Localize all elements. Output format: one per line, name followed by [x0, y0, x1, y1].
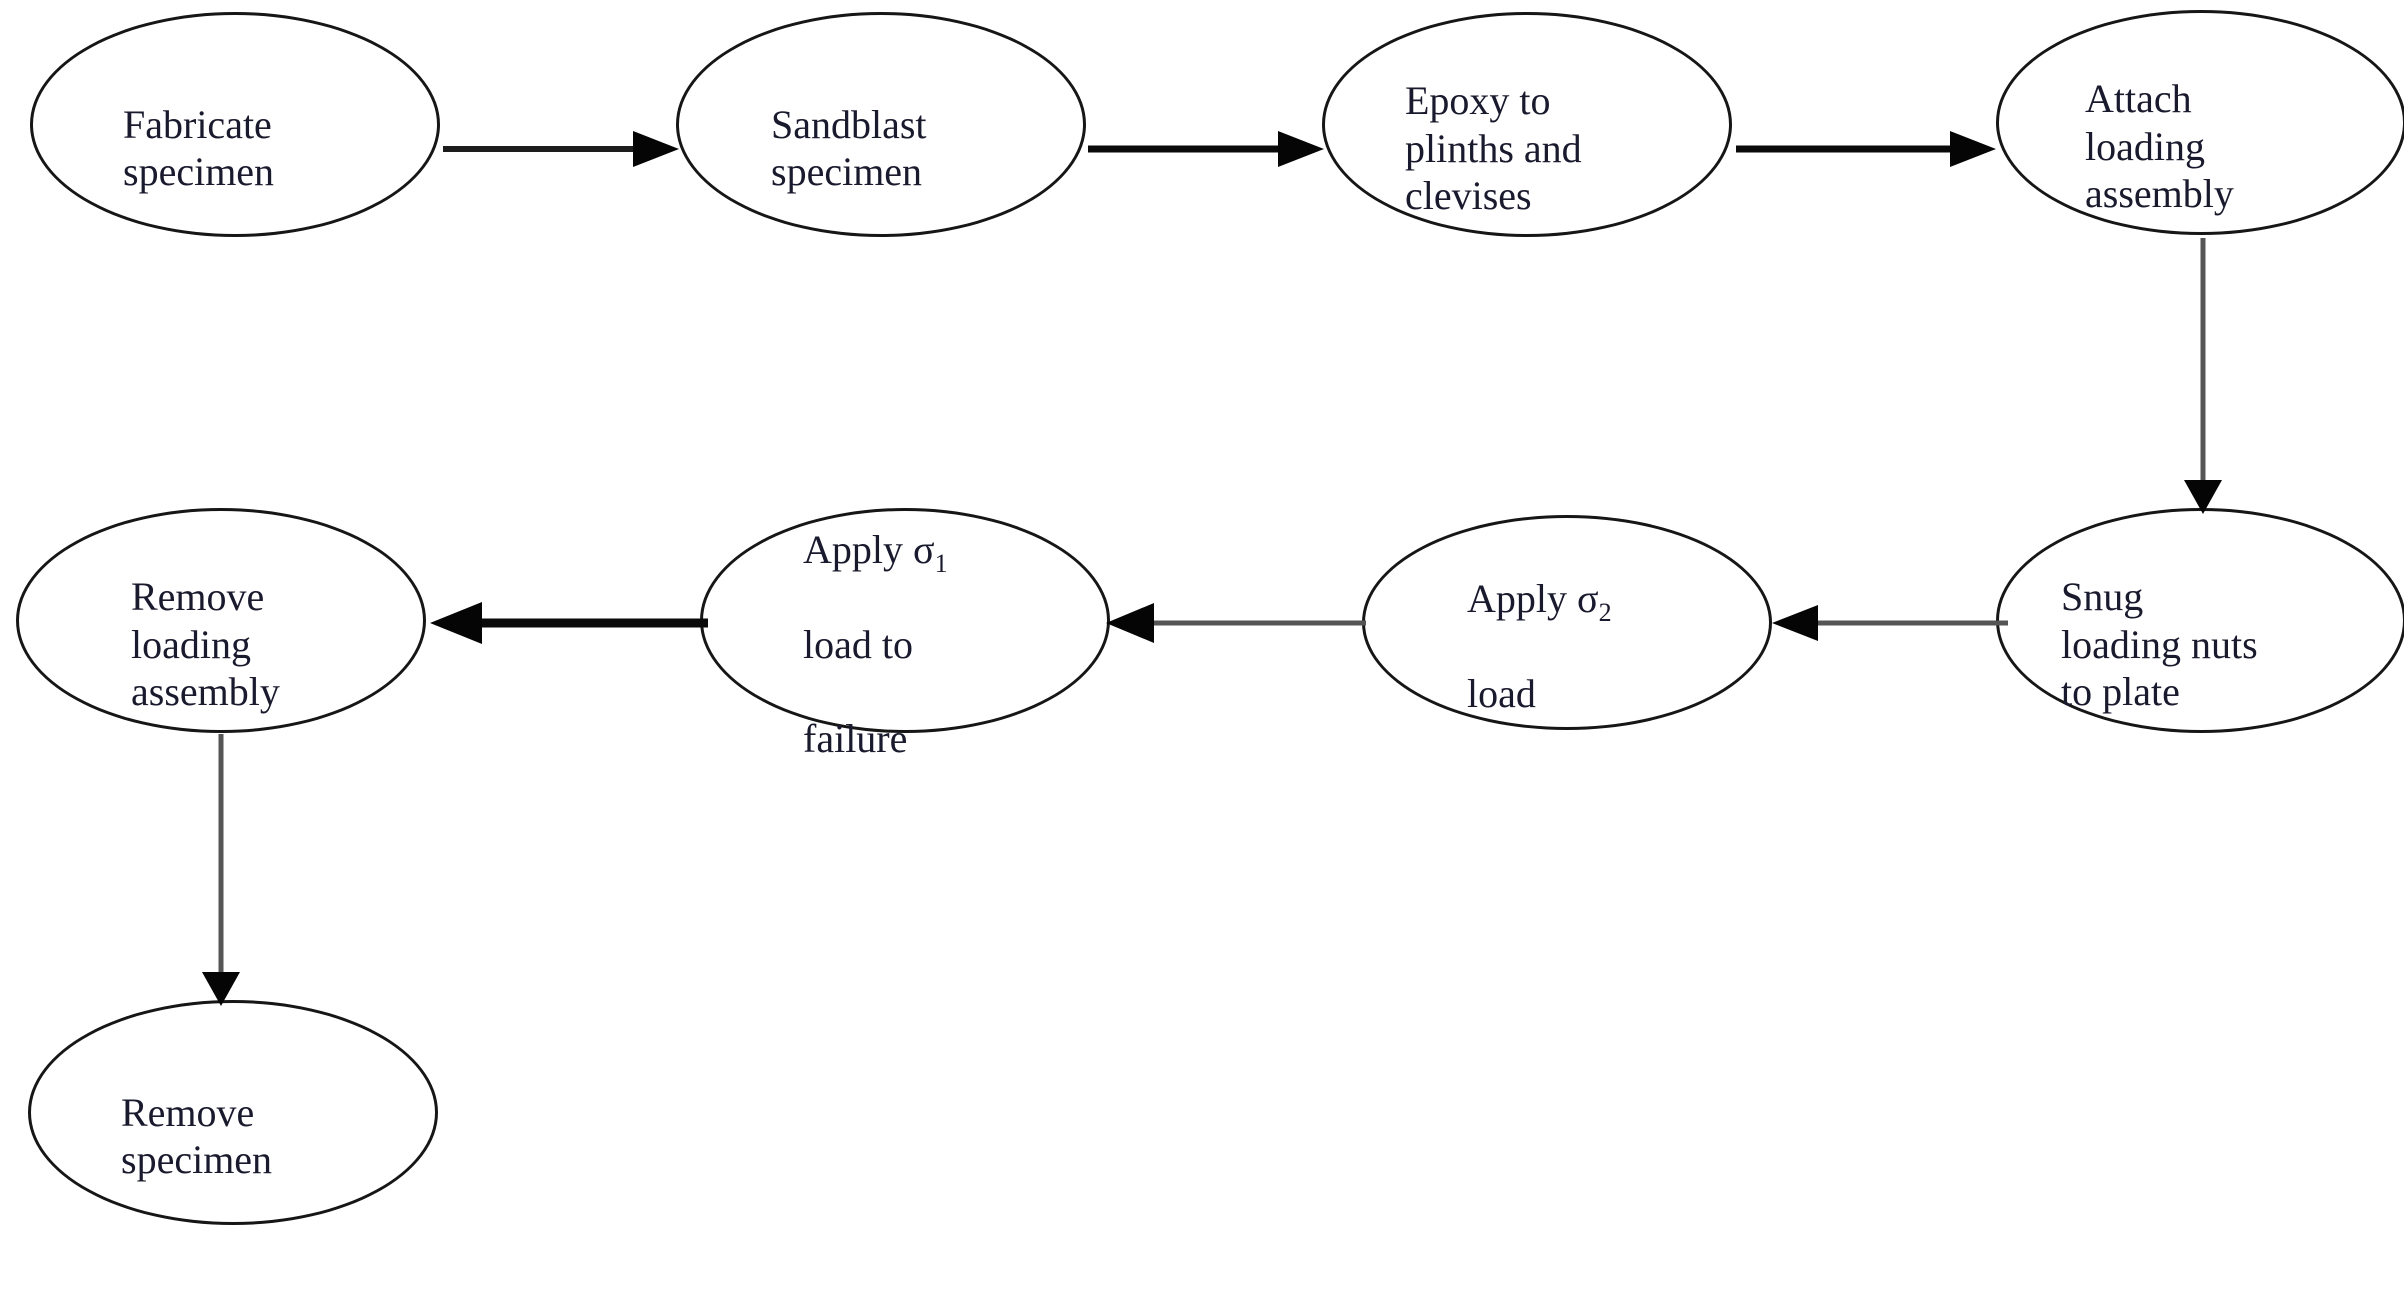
edge-sandblast-to-epoxy [1088, 128, 1328, 170]
node-apply-sigma1-load-to-failure[interactable]: Apply σ1 load to failure [700, 508, 1110, 761]
node-fabricate-specimen[interactable]: Fabricate specimen [30, 12, 440, 237]
edge-epoxy-to-attach [1736, 128, 2000, 170]
sigma1-line-2: load to [803, 621, 913, 667]
node-label-sandblast-specimen: Sandblast specimen [771, 101, 927, 195]
node-remove-specimen[interactable]: Remove specimen [28, 1000, 438, 1225]
node-attach-loading-assembly[interactable]: Attach loading assembly [1996, 10, 2404, 235]
node-label-remove-loading-assembly: Remove loading assembly [131, 574, 280, 714]
node-remove-loading-assembly[interactable]: Remove loading assembly [16, 508, 426, 733]
edge-snug-to-apply-sigma2 [1768, 602, 2008, 644]
sigma1-line-3: failure [803, 715, 908, 761]
node-label-fabricate-specimen: Fabricate specimen [123, 101, 275, 195]
node-snug-loading-nuts-to-plate[interactable]: Snug loading nuts to plate [1996, 508, 2404, 733]
node-label-remove-specimen: Remove specimen [121, 1089, 273, 1183]
node-label-attach-loading-assembly: Attach loading assembly [2085, 76, 2234, 216]
edge-apply-sigma1-to-remove-loading-assembly [424, 600, 708, 646]
sigma2-line-1: Apply σ2 [1467, 576, 1612, 628]
node-label-snug-loading-nuts-to-plate: Snug loading nuts to plate [2061, 574, 2258, 714]
edge-remove-loading-assembly-to-remove-specimen [196, 734, 246, 1008]
node-label-epoxy-to-plinths-and-clevises: Epoxy to plinths and clevises [1405, 78, 1582, 218]
node-sandblast-specimen[interactable]: Sandblast specimen [676, 12, 1086, 237]
edge-attach-to-snug [2178, 238, 2228, 516]
node-epoxy-to-plinths-and-clevises[interactable]: Epoxy to plinths and clevises [1322, 12, 1732, 237]
node-apply-sigma2-load[interactable]: Apply σ2 load [1362, 515, 1772, 730]
edge-fabricate-to-sandblast [443, 128, 683, 170]
sigma1-line-1: Apply σ1 [803, 527, 948, 579]
sigma2-line-2: load [1467, 670, 1536, 716]
node-label-apply-sigma1-load-to-failure: Apply σ1 load to failure [703, 479, 948, 762]
edge-apply-sigma2-to-apply-sigma1 [1104, 602, 1366, 644]
node-label-apply-sigma2-load: Apply σ2 load [1365, 528, 1612, 717]
